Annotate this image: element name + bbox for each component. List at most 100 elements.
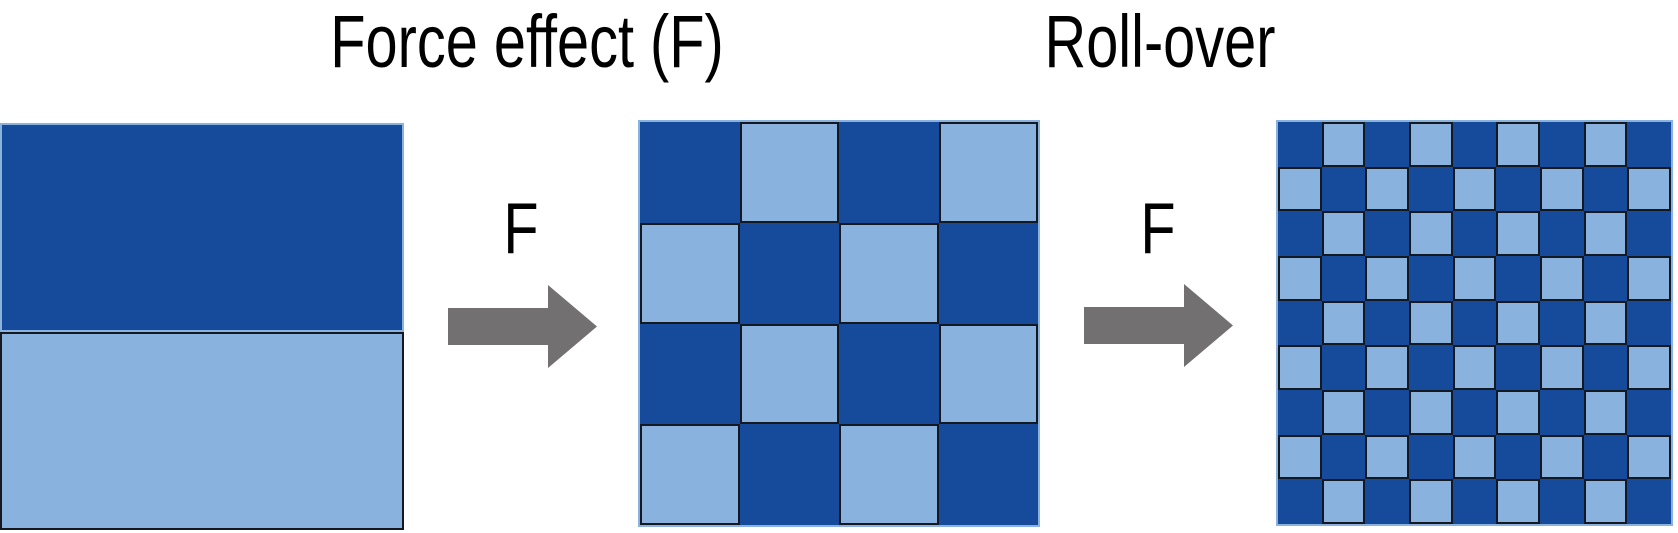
dark-cell — [1452, 122, 1497, 167]
right-block-arrow-icon — [1084, 284, 1233, 367]
light-cell — [1627, 166, 1671, 212]
light-cell — [1409, 300, 1453, 346]
dark-cell — [1627, 122, 1671, 167]
light-cell — [1452, 256, 1497, 301]
dark-cell — [1365, 122, 1409, 167]
light-cell — [739, 323, 839, 425]
light-cell — [739, 122, 839, 223]
light-cell — [1627, 345, 1671, 390]
light-cell — [1496, 479, 1540, 524]
dark-cell — [1278, 479, 1322, 524]
dark-cell — [1365, 479, 1409, 524]
dark-cell — [1278, 300, 1322, 346]
light-cell — [1409, 211, 1453, 256]
title-force-effect: Force effect (F) — [330, 0, 724, 83]
light-cell — [1627, 256, 1671, 301]
dark-cell — [1583, 256, 1628, 301]
light-cell — [1583, 390, 1628, 435]
light-cell — [1583, 479, 1628, 524]
light-cell — [1409, 122, 1453, 167]
dark-cell — [640, 323, 740, 425]
dark-cell — [640, 122, 740, 223]
light-cell — [1496, 390, 1540, 435]
roll-over-grid — [1276, 120, 1673, 526]
dark-cell — [1627, 211, 1671, 256]
light-cell — [1496, 211, 1540, 256]
light-cell — [1627, 434, 1671, 480]
dark-cell — [739, 424, 839, 525]
dark-cell — [1452, 479, 1497, 524]
dark-cell — [938, 222, 1038, 324]
light-cell — [1321, 300, 1366, 346]
light-cell — [1452, 345, 1497, 390]
dark-cell — [938, 424, 1038, 525]
dark-cell — [1278, 122, 1322, 167]
dark-cell — [1409, 256, 1453, 301]
dark-cell — [1365, 211, 1409, 256]
light-cell — [1278, 166, 1322, 212]
dark-cell — [839, 122, 939, 223]
light-cell — [839, 222, 939, 324]
light-cell — [839, 424, 939, 525]
light-cell — [1321, 479, 1366, 524]
initial-two-layer-square — [0, 123, 404, 530]
dark-cell — [1496, 345, 1540, 390]
dark-cell — [1627, 479, 1671, 524]
dark-cell — [1409, 345, 1453, 390]
title-roll-over: Roll-over — [1044, 0, 1276, 83]
light-cell — [640, 222, 740, 324]
light-cell — [1540, 434, 1584, 480]
light-cell — [938, 323, 1038, 425]
dark-cell — [739, 222, 839, 324]
light-cell — [1540, 166, 1584, 212]
dark-cell — [1540, 122, 1584, 167]
light-cell — [1452, 434, 1497, 480]
light-layer — [0, 332, 404, 530]
dark-cell — [1452, 211, 1497, 256]
dark-cell — [1496, 166, 1540, 212]
dark-cell — [1627, 300, 1671, 346]
light-cell — [1583, 211, 1628, 256]
dark-cell — [1452, 300, 1497, 346]
dark-cell — [1540, 390, 1584, 435]
dark-cell — [1278, 211, 1322, 256]
light-cell — [1365, 256, 1409, 301]
light-cell — [1583, 300, 1628, 346]
force-effect-grid — [638, 120, 1040, 527]
dark-cell — [1540, 211, 1584, 256]
dark-cell — [1496, 434, 1540, 480]
light-cell — [1409, 479, 1453, 524]
dark-cell — [1583, 166, 1628, 212]
force-label-2: F — [1140, 189, 1176, 269]
dark-cell — [839, 323, 939, 425]
right-block-arrow-icon — [448, 285, 597, 368]
light-cell — [1278, 345, 1322, 390]
light-cell — [1278, 434, 1322, 480]
light-cell — [1452, 166, 1497, 212]
dark-cell — [1365, 300, 1409, 346]
force-label-1: F — [503, 189, 539, 269]
dark-cell — [1540, 300, 1584, 346]
light-cell — [1278, 256, 1322, 301]
light-cell — [640, 424, 740, 525]
light-cell — [1365, 166, 1409, 212]
light-cell — [1540, 256, 1584, 301]
light-cell — [1321, 390, 1366, 435]
light-cell — [1365, 345, 1409, 390]
dark-layer — [0, 123, 404, 332]
light-cell — [1583, 122, 1628, 167]
dark-cell — [1627, 390, 1671, 435]
dark-cell — [1365, 390, 1409, 435]
dark-cell — [1583, 345, 1628, 390]
light-cell — [1496, 300, 1540, 346]
dark-cell — [1409, 434, 1453, 480]
dark-cell — [1496, 256, 1540, 301]
light-cell — [1321, 122, 1366, 167]
dark-cell — [1583, 434, 1628, 480]
light-cell — [1496, 122, 1540, 167]
dark-cell — [1321, 256, 1366, 301]
light-cell — [938, 122, 1038, 223]
dark-cell — [1409, 166, 1453, 212]
dark-cell — [1321, 345, 1366, 390]
